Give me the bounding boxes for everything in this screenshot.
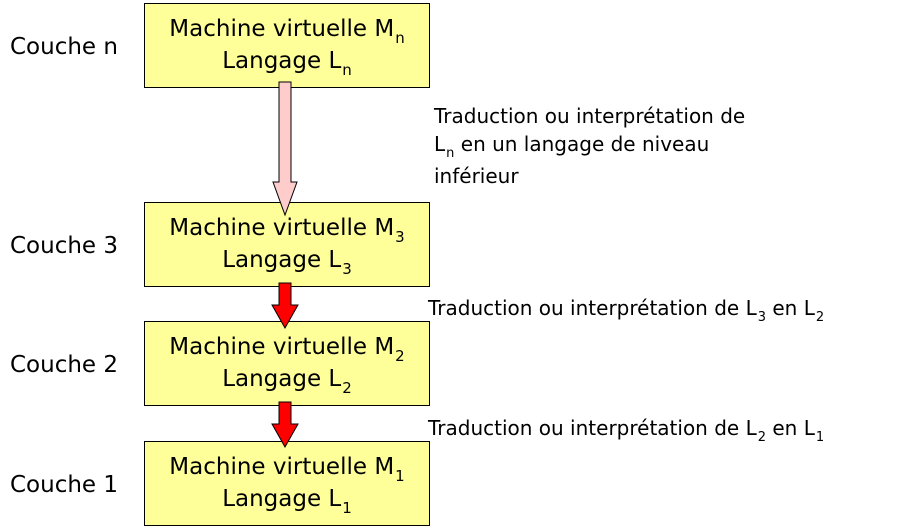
machine-subscript: 1 xyxy=(395,466,405,485)
vm-box-1: Machine virtuelle M1 Langage L1 xyxy=(144,441,430,526)
language-name: Langage L xyxy=(222,47,342,74)
vm-box-machine-line: Machine virtuelle M3 xyxy=(169,213,405,246)
machine-subscript: n xyxy=(395,28,405,47)
machine-name: Machine virtuelle M xyxy=(169,333,395,360)
vm-box-machine-line: Machine virtuelle M1 xyxy=(169,452,405,485)
top-note-lang: L xyxy=(434,132,446,156)
l3-note-middle: en L xyxy=(766,296,815,320)
machine-subscript: 3 xyxy=(395,227,405,246)
layer-label-1: Couche 1 xyxy=(10,472,119,498)
vm-box-machine-line: Machine virtuelle M2 xyxy=(169,332,405,365)
language-name: Langage L xyxy=(222,485,342,512)
layer-label-n: Couche n xyxy=(10,34,118,60)
vm-box-language-line: Langage L2 xyxy=(222,364,352,397)
l3-note-to-subscript: 2 xyxy=(815,310,825,325)
language-subscript: 2 xyxy=(342,378,352,397)
language-subscript: 3 xyxy=(342,259,352,278)
language-name: Langage L xyxy=(222,246,342,273)
top-note-line-2-text: en un langage de niveau xyxy=(454,132,710,156)
vm-box-n: Machine virtuelle Mn Langage Ln xyxy=(144,3,430,88)
l3-to-l2-arrow xyxy=(271,282,299,330)
machine-name: Machine virtuelle M xyxy=(169,15,395,42)
l3-note-from-subscript: 3 xyxy=(757,310,766,325)
top-note-line-1: Traduction ou interprétation de xyxy=(434,104,746,128)
top-note-line-2: Ln en un langage de niveau xyxy=(434,130,745,162)
vm-box-3: Machine virtuelle M3 Langage L3 xyxy=(144,202,430,287)
l2-note-middle: en L xyxy=(766,416,815,440)
l3-note-prefix: Traduction ou interprétation de L xyxy=(428,296,757,320)
top-note-lang-subscript: n xyxy=(446,146,455,161)
language-subscript: n xyxy=(342,60,352,79)
l2-note-from-subscript: 2 xyxy=(757,430,766,445)
l2-note-prefix: Traduction ou interprétation de L xyxy=(428,416,757,440)
vm-box-machine-line: Machine virtuelle Mn xyxy=(169,14,405,47)
layer-label-2: Couche 2 xyxy=(10,352,119,378)
vm-box-language-line: Langage L1 xyxy=(222,484,352,517)
machine-name: Machine virtuelle M xyxy=(169,214,395,241)
layer-label-3: Couche 3 xyxy=(10,233,119,259)
top-note-line-3: inférieur xyxy=(434,164,519,188)
machine-name: Machine virtuelle M xyxy=(169,453,395,480)
vm-box-language-line: Langage L3 xyxy=(222,245,352,278)
top-translation-note: Traduction ou interprétation de Ln en un… xyxy=(434,102,745,190)
l2-to-l1-note: Traduction ou interprétation de L2 en L1 xyxy=(428,414,824,446)
language-name: Langage L xyxy=(222,365,342,392)
l2-to-l1-arrow xyxy=(271,401,299,449)
language-subscript: 1 xyxy=(342,498,352,517)
top-translation-arrow xyxy=(272,81,298,217)
machine-subscript: 2 xyxy=(395,346,405,365)
vm-box-language-line: Langage Ln xyxy=(222,46,352,79)
l3-to-l2-note: Traduction ou interprétation de L3 en L2 xyxy=(428,294,824,326)
l2-note-to-subscript: 1 xyxy=(815,430,825,445)
